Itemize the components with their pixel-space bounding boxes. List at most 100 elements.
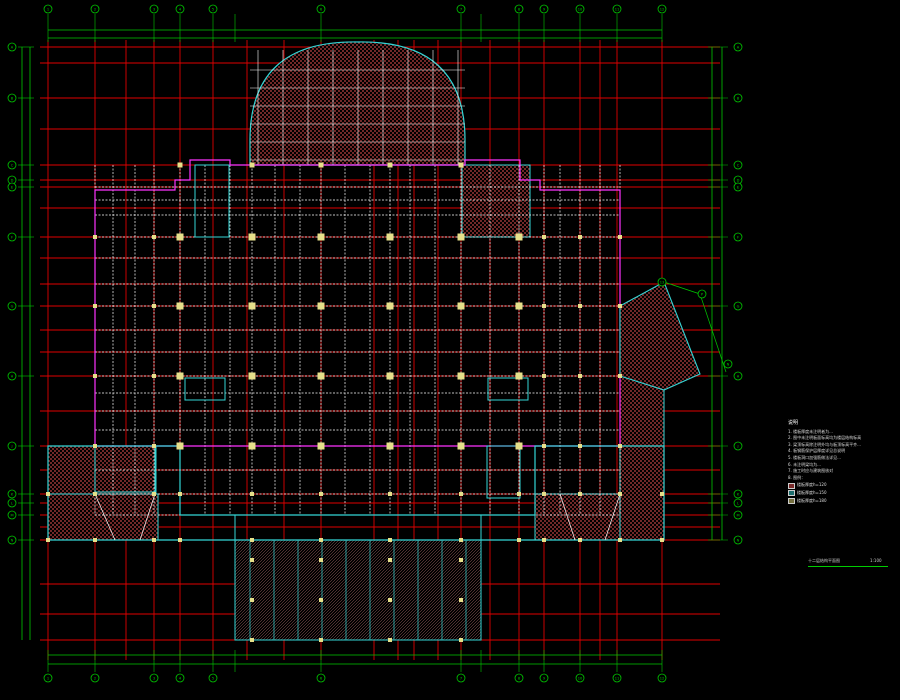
drawing-title: 十二层结构平面图 [808, 558, 840, 563]
axis-bubble [733, 182, 743, 192]
column [152, 444, 156, 448]
note-line: 7. 施工时应与建筑图核对 [788, 468, 834, 474]
column [176, 233, 184, 241]
axis-bubble [456, 673, 466, 683]
column [457, 442, 465, 450]
column [660, 538, 664, 542]
column [248, 372, 256, 380]
note-line: 2. 图中未注明板面标高均为楼层结构标高 [788, 435, 862, 441]
dimension-lines [18, 14, 728, 672]
axis-bubble [7, 93, 17, 103]
axis-bubble [316, 673, 326, 683]
column [578, 235, 582, 239]
column [152, 374, 156, 378]
axis-bubble-label: 5 [212, 7, 214, 11]
axis-bubble [7, 489, 17, 499]
column [319, 558, 323, 562]
column [515, 442, 523, 450]
axis-bubble [612, 4, 622, 14]
axis-bubble-label: 11 [615, 676, 620, 680]
column [515, 233, 523, 241]
column [250, 558, 254, 562]
axis-bubble [733, 535, 743, 545]
axis-bubble [723, 359, 733, 369]
axis-bubble [456, 4, 466, 14]
legend-swatch [788, 490, 795, 497]
drawing-title-block: 十二层结构平面图 1:100 [808, 558, 896, 567]
axis-bubble-label: A [737, 45, 740, 49]
axis-bubble-label: 4 [179, 676, 182, 680]
axis-bubble-label: E [737, 185, 740, 189]
axis-bubble [733, 160, 743, 170]
column [578, 304, 582, 308]
column [250, 638, 254, 642]
column [93, 235, 97, 239]
column [319, 538, 323, 542]
axis-bubble-label: A [11, 45, 14, 49]
column [517, 492, 521, 496]
column [618, 492, 622, 496]
angled-wing [619, 281, 701, 391]
column [459, 598, 463, 602]
column [578, 492, 582, 496]
core-box [487, 377, 529, 401]
axis-bubble [7, 232, 17, 242]
column [317, 442, 325, 450]
column [457, 233, 465, 241]
axis-bubble-label: G [11, 304, 14, 308]
axis-bubble-label: N [11, 538, 14, 542]
column [618, 444, 622, 448]
axis-bubble-label: 3 [153, 7, 155, 11]
column [178, 492, 182, 496]
axis-bubble [7, 160, 17, 170]
column [459, 638, 463, 642]
column [176, 372, 184, 380]
column [319, 638, 323, 642]
axis-bubble [657, 4, 667, 14]
axis-bubble [657, 277, 667, 287]
column [387, 162, 393, 168]
column [386, 372, 394, 380]
axis-bubble [514, 673, 524, 683]
legend-label: 楼板厚度h=150 [797, 489, 827, 495]
column [388, 492, 392, 496]
column [386, 233, 394, 241]
axis-bubble-label: K [11, 492, 14, 496]
column [459, 492, 463, 496]
legend-swatch [788, 497, 795, 504]
axis-bubble-label: D [11, 178, 14, 182]
column [152, 235, 156, 239]
column [176, 442, 184, 450]
axis-bubble [733, 232, 743, 242]
note-line: 6. 未注明梁均为... [788, 461, 821, 467]
axis-bubble-label: 13 [660, 280, 665, 284]
axis-bubble [7, 498, 17, 508]
axis-bubble-label: 12 [660, 676, 665, 680]
column [515, 372, 523, 380]
column [93, 304, 97, 308]
axis-bubble-label: N [727, 362, 730, 366]
axis-bubble [7, 42, 17, 52]
legend-label: 楼板厚度h=180 [797, 497, 827, 503]
axis-bubble [90, 4, 100, 14]
column [618, 235, 622, 239]
column [457, 302, 465, 310]
column [250, 538, 254, 542]
axis-bubble-label: H [11, 374, 14, 378]
dimension-line-angled [699, 293, 727, 373]
hatched-slab [619, 445, 665, 541]
axis-bubble [733, 301, 743, 311]
axis-bubble-label: 9 [543, 7, 546, 11]
column [176, 302, 184, 310]
dimension-line-angled [663, 281, 701, 295]
column [152, 538, 156, 542]
column [618, 304, 622, 308]
column [46, 492, 50, 496]
column [248, 233, 256, 241]
column [93, 444, 97, 448]
columns [46, 162, 664, 642]
column [542, 538, 546, 542]
axis-bubble [7, 535, 17, 545]
axis-bubble [7, 182, 17, 192]
